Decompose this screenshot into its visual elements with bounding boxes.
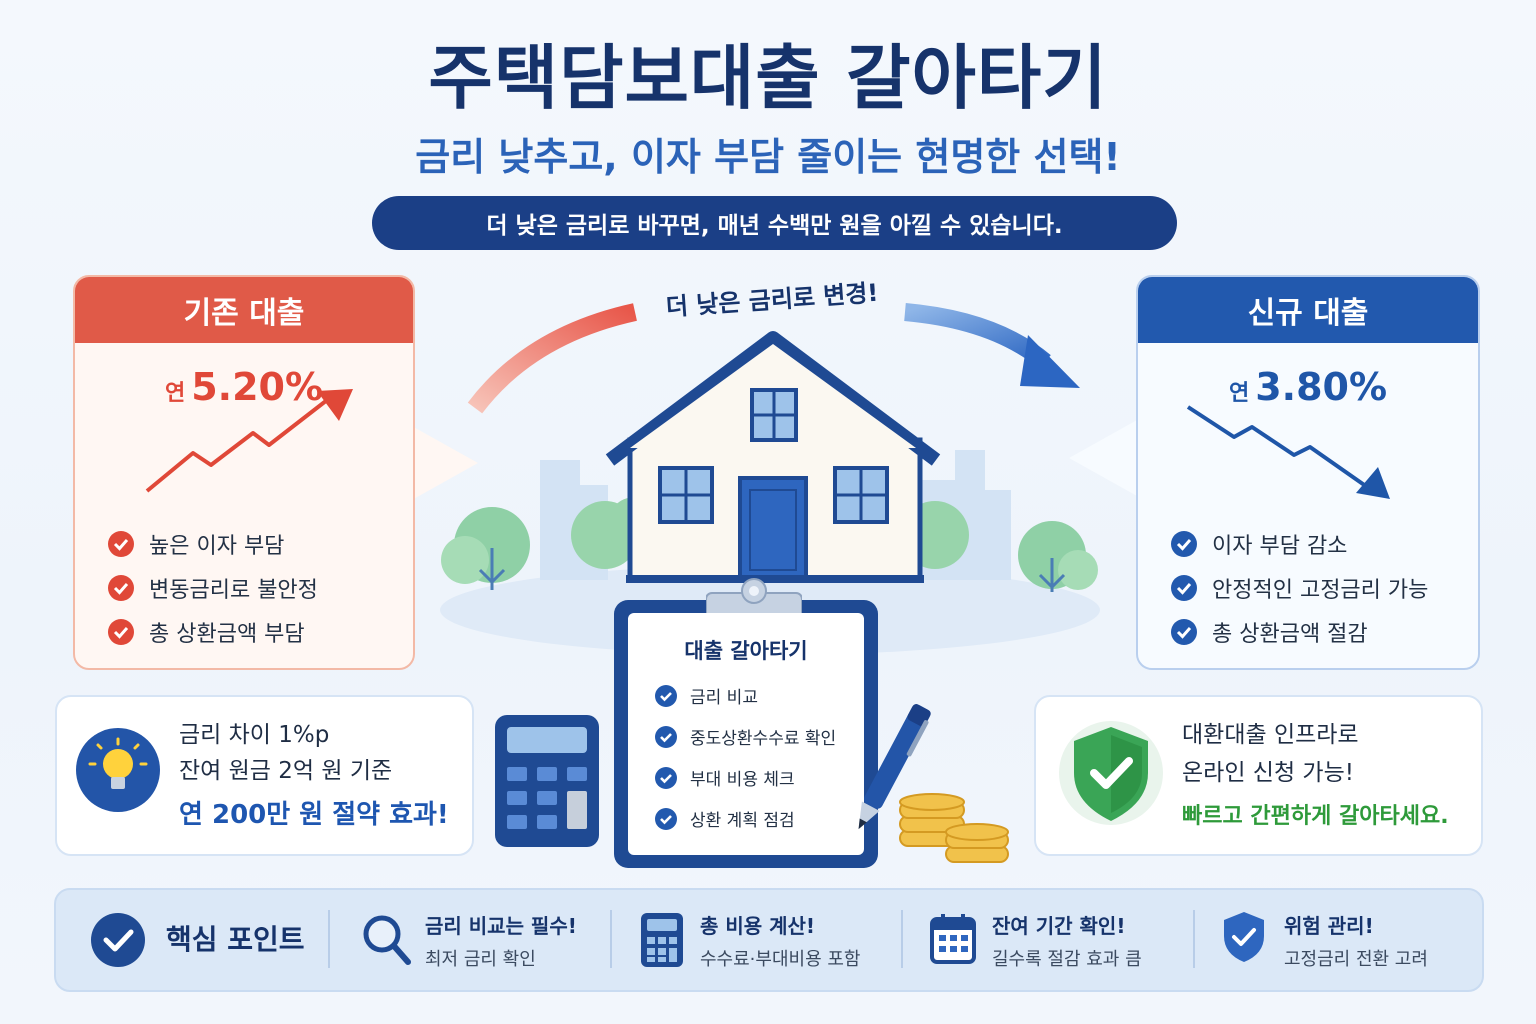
divider [1193,910,1195,968]
list-item-label: 총 상환금액 절감 [1212,622,1368,647]
check-circle-icon [108,575,134,601]
check-circle-icon [655,684,677,707]
calculator-icon [495,715,599,847]
feature-title: 금리 비교는 필수! [425,914,577,938]
list-item: 변동금리로 불안정 [107,566,318,610]
key-points-label: 핵심 포인트 [166,923,305,956]
list-item-label: 이자 부담 감소 [1212,534,1348,559]
list-item-label: 부대 비용 체크 [690,770,795,790]
feature-subtitle: 길수록 절감 효과 큼 [992,949,1142,970]
feature-title: 위험 관리! [1284,914,1374,938]
clipboard-title: 대출 갈아타기 [684,639,808,663]
online-line-2: 온라인 신청 가능! [1182,760,1354,786]
coins-icon [899,793,1009,863]
calendar-icon [930,914,976,964]
divider [901,910,903,968]
clipboard-paper: 대출 갈아타기 금리 비교 중도상환수수료 확인 부대 비용 체크 상환 계획 … [628,613,864,855]
tree-right-icon [1018,521,1098,592]
list-item: 안정적인 고정금리 가능 [1170,566,1428,610]
feature-subtitle: 최저 금리 확인 [425,949,536,970]
tree-left-icon [441,507,530,590]
savings-info-card: 금리 차이 1%p 잔여 원금 2억 원 기준 연 200만 원 절약 효과! [55,695,474,856]
rate-value: 3.80% [1255,365,1388,409]
check-circle-icon [1171,575,1197,601]
savings-highlight: 연 200만 원 절약 효과! [179,800,449,830]
online-info-card: 대환대출 인프라로 온라인 신청 가능! 빠르고 간편하게 갈아타세요. [1034,695,1483,856]
savings-banner: 더 낮은 금리로 바꾸면, 매년 수백만 원을 아낄 수 있습니다. [372,196,1177,250]
check-circle-icon [108,619,134,645]
divider [610,910,612,968]
check-circle-icon [91,913,145,967]
calculator-icon [641,913,683,967]
rate-prefix: 연 [164,381,186,406]
check-circle-icon [655,807,677,830]
new-loan-checklist: 이자 부담 감소 안정적인 고정금리 가능 총 상환금액 절감 [1170,522,1428,654]
rate-change-label: 더 낮은 금리로 변경! [665,278,880,322]
list-item-label: 높은 이자 부담 [149,534,285,559]
list-item: 총 상환금액 절감 [1170,610,1428,654]
house-icon [605,331,941,583]
rate-prefix: 연 [1228,381,1250,406]
online-highlight: 빠르고 간편하게 갈아타세요. [1182,804,1449,829]
feature-title: 총 비용 계산! [700,914,816,938]
list-item: 중도상환수수료 확인 [654,716,836,757]
list-item: 금리 비교 [654,675,836,716]
check-circle-icon [655,725,677,748]
savings-line-1: 금리 차이 1%p [179,722,330,748]
savings-line-2: 잔여 원금 2억 원 기준 [179,758,393,784]
check-circle-icon [655,766,677,789]
panel-pointer-left [410,425,478,501]
list-item-label: 상환 계획 점검 [690,811,795,831]
list-item: 상환 계획 점검 [654,798,836,839]
lightbulb-icon [76,728,160,812]
divider [328,910,330,968]
feature-title: 잔여 기간 확인! [992,914,1126,938]
feature-subtitle: 수수료·부대비용 포함 [700,949,861,970]
list-item: 부대 비용 체크 [654,757,836,798]
shield-icon [1224,912,1264,962]
check-circle-icon [1171,531,1197,557]
house-illustration [440,331,1100,655]
shield-check-icon [1059,721,1163,825]
list-item: 높은 이자 부담 [107,522,318,566]
list-item-label: 변동금리로 불안정 [149,578,318,603]
online-line-1: 대환대출 인프라로 [1182,722,1359,748]
list-item-label: 중도상환수수료 확인 [690,729,837,749]
rate-change-arrow-right [904,303,1080,388]
rate-value: 5.20% [191,365,324,409]
list-item: 이자 부담 감소 [1170,522,1428,566]
falling-trend-icon [1186,405,1390,499]
list-item-label: 총 상환금액 부담 [149,622,305,647]
magnifier-icon [363,915,411,965]
pen-icon [858,704,931,830]
page-subtitle: 금리 낮추고, 이자 부담 줄이는 현명한 선택! [415,135,1121,179]
check-circle-icon [108,531,134,557]
rate-change-arrow-left [467,303,637,414]
list-item-label: 안정적인 고정금리 가능 [1212,578,1429,603]
feature-subtitle: 고정금리 전환 고려 [1284,949,1428,970]
list-item-label: 금리 비교 [690,688,758,708]
existing-loan-checklist: 높은 이자 부담 변동금리로 불안정 총 상환금액 부담 [107,522,318,654]
banner-text: 더 낮은 금리로 바꾸면, 매년 수백만 원을 아낄 수 있습니다. [486,213,1063,239]
check-circle-icon [1171,619,1197,645]
clipboard-checklist: 금리 비교 중도상환수수료 확인 부대 비용 체크 상환 계획 점검 [654,675,836,839]
existing-loan-title: 기존 대출 [75,277,413,343]
rising-trend-icon [145,389,353,493]
new-loan-title: 신규 대출 [1138,277,1478,343]
page-title: 주택담보대출 갈아타기 [428,37,1108,119]
panel-pointer-right [1069,420,1137,496]
list-item: 총 상환금액 부담 [107,610,318,654]
